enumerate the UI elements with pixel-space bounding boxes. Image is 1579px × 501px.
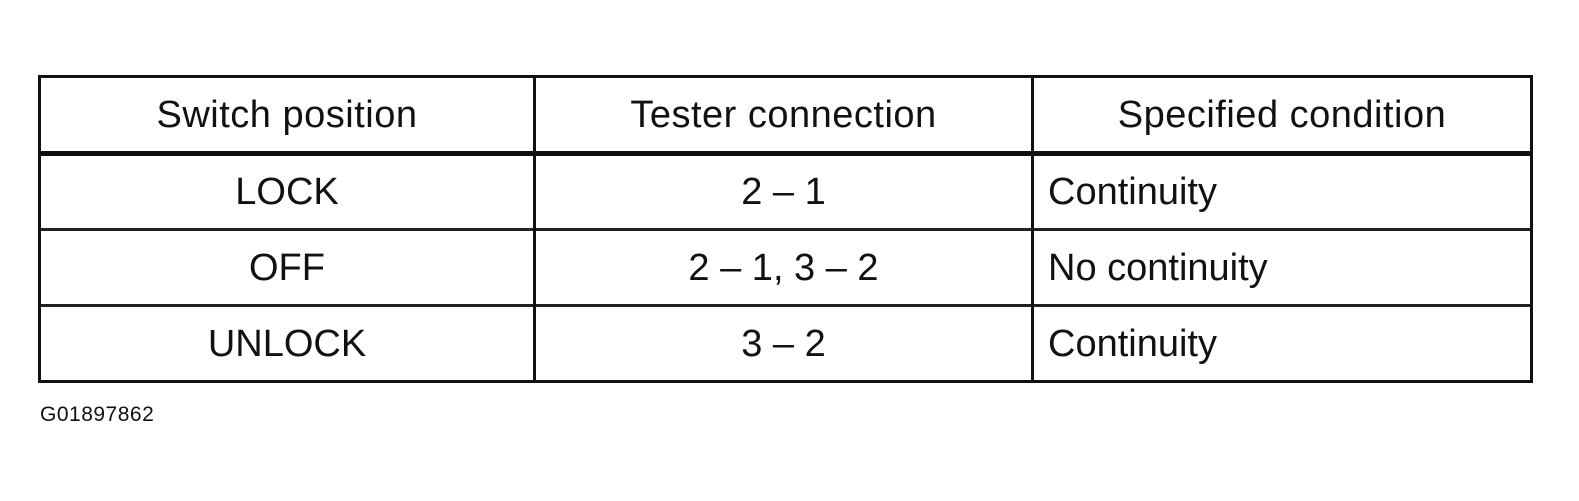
- cell-specified-condition: Continuity: [1031, 153, 1533, 230]
- header-switch-position: Switch position: [38, 76, 536, 156]
- figure-id-label: G01897862: [40, 403, 155, 426]
- table-row-unlock: UNLOCK 3 – 2 Continuity: [38, 304, 1533, 382]
- cell-specified-condition: No continuity: [1031, 228, 1533, 306]
- cell-tester-connection: 2 – 1, 3 – 2: [533, 228, 1034, 306]
- header-row: Switch position Tester connection Specif…: [38, 76, 1533, 156]
- cell-tester-connection: 2 – 1: [533, 153, 1034, 230]
- table-row-off: OFF 2 – 1, 3 – 2 No continuity: [38, 228, 1533, 306]
- cell-switch-position: UNLOCK: [38, 304, 536, 382]
- switch-continuity-table: Switch position Tester connection Specif…: [38, 75, 1533, 383]
- cell-switch-position: LOCK: [38, 153, 536, 230]
- table-header: Switch position Tester connection Specif…: [38, 76, 1533, 156]
- header-tester-connection: Tester connection: [533, 76, 1034, 156]
- cell-tester-connection: 3 – 2: [533, 304, 1034, 382]
- table-row-lock: LOCK 2 – 1 Continuity: [38, 153, 1533, 230]
- table-body: LOCK 2 – 1 Continuity OFF 2 – 1, 3 – 2 N…: [38, 153, 1533, 382]
- header-specified-condition: Specified condition: [1031, 76, 1533, 156]
- cell-switch-position: OFF: [38, 228, 536, 306]
- cell-specified-condition: Continuity: [1031, 304, 1533, 382]
